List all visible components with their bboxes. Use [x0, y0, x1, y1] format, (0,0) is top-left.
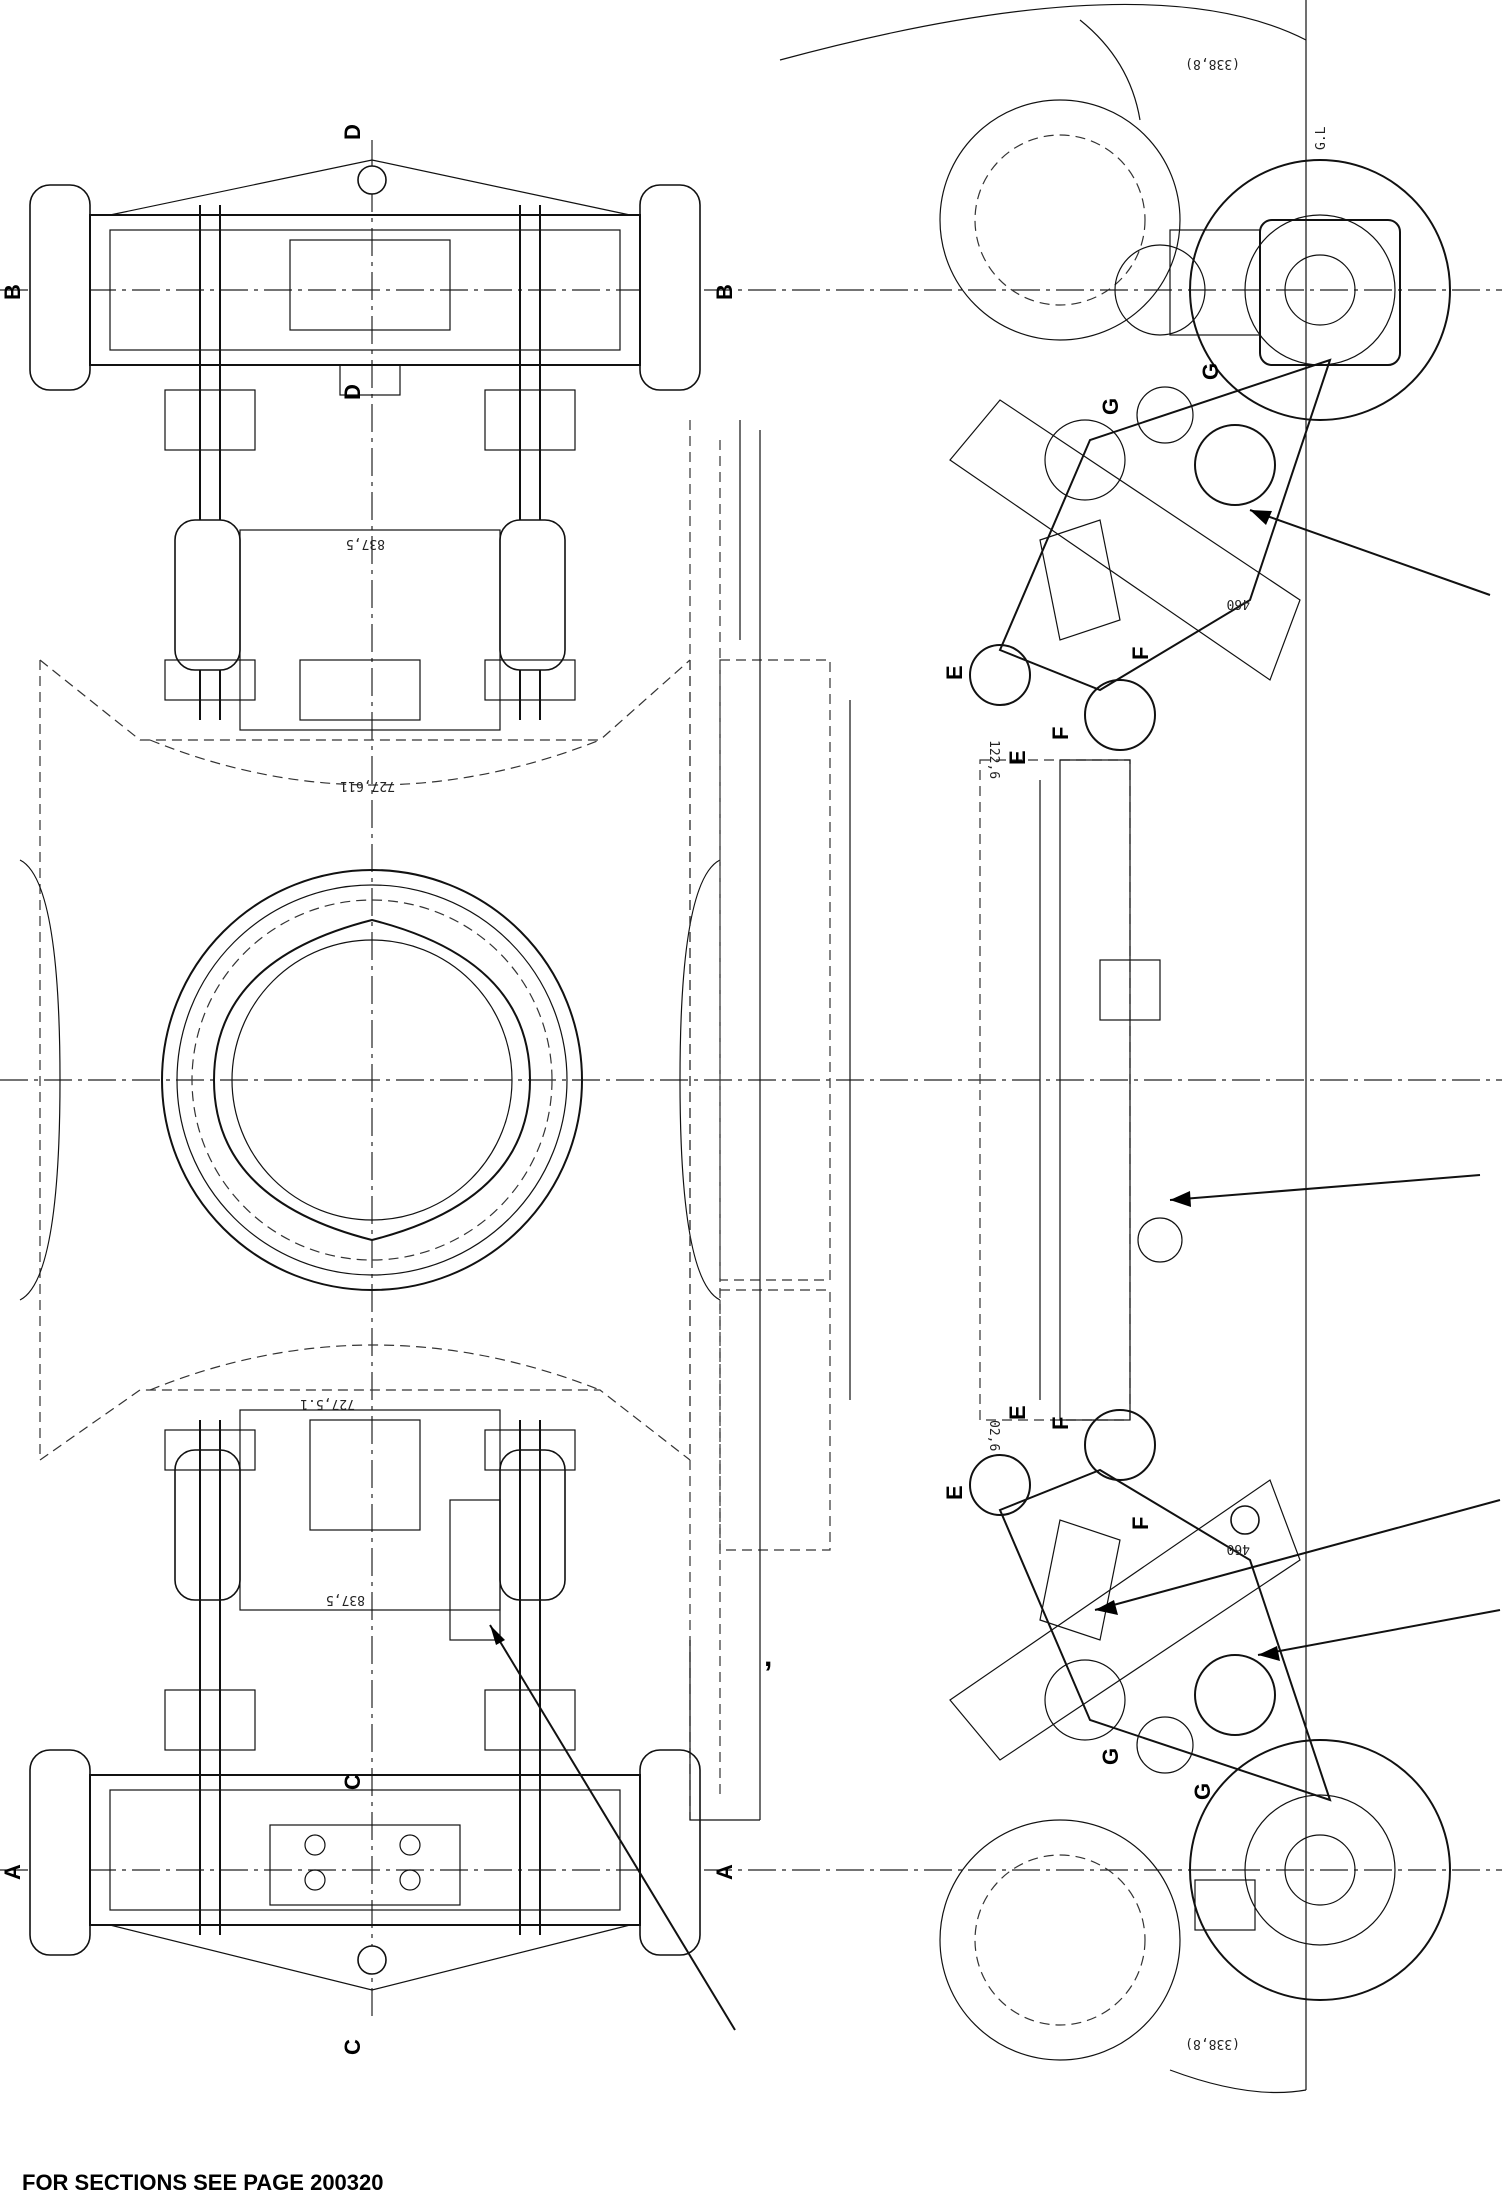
section-label-e-2: E: [1005, 750, 1030, 765]
section-label-f-1: F: [1128, 647, 1153, 660]
section-label-g-3: G: [1098, 1748, 1123, 1765]
dimension-460-bottom: 460: [1227, 1541, 1250, 1556]
section-label-d-top: D: [340, 124, 365, 140]
section-label-e-1: E: [942, 665, 967, 680]
section-label-g-2: G: [1098, 398, 1123, 415]
side-frame-view: [689, 420, 851, 1821]
section-label-c-bottom: C: [340, 2039, 365, 2055]
section-label-b-left: B: [0, 284, 25, 300]
dimension-837-bottom: 837,5: [326, 1592, 365, 1607]
leader-arrows: [489, 509, 1501, 2031]
section-label-c-top: C: [340, 1774, 365, 1790]
section-label-e-4: E: [942, 1485, 967, 1500]
section-markers: B B D D A A C C E E E E F F F F G G G G: [0, 124, 1223, 2055]
dimension-727-bottom: 727,5.1: [300, 1396, 355, 1411]
center-lines: [0, 0, 1502, 2090]
section-label-g-1: G: [1198, 363, 1223, 380]
dimension-338-top: (338,8): [1185, 56, 1240, 71]
dimension-02-6: 02,6: [986, 1420, 1001, 1451]
dimension-annotations: 837,5 727,611 727,5.1 837,5 460 460 122,…: [300, 56, 1329, 2051]
section-label-a-right: A: [712, 1864, 737, 1880]
section-label-a-left: A: [0, 1864, 25, 1880]
section-label-f-4: F: [1128, 1517, 1153, 1530]
section-label-f-2: F: [1048, 727, 1073, 740]
dimension-837-top: 837,5: [346, 536, 385, 551]
section-label-b-right: B: [712, 284, 737, 300]
dimension-122-6: 122,6: [986, 740, 1001, 779]
dimension-727-top: 727,611: [340, 778, 395, 793]
side-elevation-view: [779, 3, 1451, 2094]
section-label-e-3: E: [1005, 1405, 1030, 1420]
dimension-338-bottom: (338,8): [1185, 2036, 1240, 2051]
footer-note: FOR SECTIONS SEE PAGE 200320: [22, 2170, 384, 2195]
stray-mark: ,: [764, 1640, 773, 1673]
gauge-line-label: G.L: [1314, 126, 1329, 150]
dimension-460-top: 460: [1227, 596, 1250, 611]
section-label-d-mid: D: [340, 384, 365, 400]
section-label-f-3: F: [1048, 1417, 1073, 1430]
plan-view: [19, 159, 721, 1991]
section-label-g-4: G: [1190, 1783, 1215, 1800]
